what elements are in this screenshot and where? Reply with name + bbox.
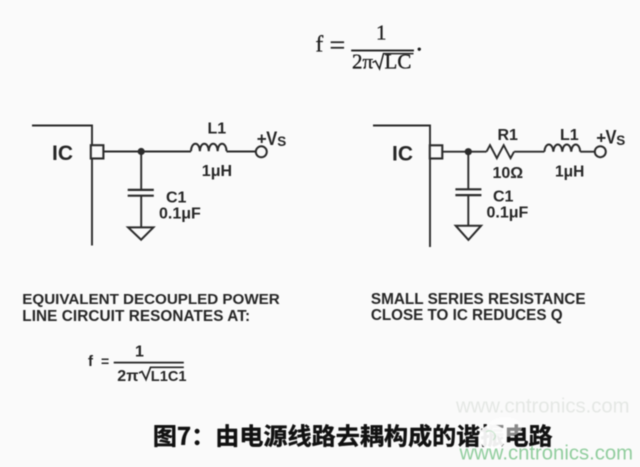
svg-text:www.cntronics.com: www.cntronics.com — [455, 396, 630, 418]
svg-text:www.cntronics.com: www.cntronics.com — [459, 443, 634, 465]
svg-text:V: V — [606, 128, 617, 149]
svg-text:R1: R1 — [498, 127, 519, 144]
svg-text:f: f — [88, 353, 94, 370]
svg-text:0.1μF: 0.1μF — [159, 205, 201, 222]
svg-text:+: + — [596, 128, 606, 147]
svg-text:1: 1 — [376, 21, 387, 45]
svg-text:f: f — [316, 32, 324, 57]
svg-text:LINE CIRCUIT RESONATES AT:: LINE CIRCUIT RESONATES AT: — [22, 308, 250, 325]
svg-text:LC: LC — [385, 50, 412, 74]
svg-text:L1: L1 — [208, 120, 227, 137]
svg-text:=: = — [101, 353, 109, 369]
svg-text:1μH: 1μH — [202, 163, 232, 180]
svg-text:1μH: 1μH — [555, 163, 584, 180]
svg-text:CLOSE TO IC REDUCES Q: CLOSE TO IC REDUCES Q — [371, 307, 563, 324]
svg-text:C1: C1 — [166, 190, 187, 207]
svg-text:S: S — [616, 133, 625, 148]
svg-text:+: + — [257, 130, 267, 149]
svg-text:IC: IC — [392, 142, 413, 165]
svg-text:IC: IC — [52, 142, 73, 165]
svg-text:.: . — [416, 28, 423, 57]
svg-text:SMALL SERIES RESISTANCE: SMALL SERIES RESISTANCE — [371, 291, 586, 308]
svg-text:1: 1 — [135, 343, 144, 360]
svg-text:10Ω: 10Ω — [493, 165, 524, 182]
svg-text:L1: L1 — [560, 127, 579, 144]
svg-text:S: S — [277, 134, 286, 149]
svg-text:2π: 2π — [117, 368, 138, 385]
svg-text:V: V — [266, 129, 277, 150]
svg-text:0.1μF: 0.1μF — [487, 204, 529, 221]
svg-text:L1C1: L1C1 — [151, 369, 187, 385]
svg-text:C1: C1 — [493, 189, 514, 206]
svg-text:EQUIVALENT DECOUPLED POWER: EQUIVALENT DECOUPLED POWER — [22, 291, 279, 308]
svg-text:=: = — [330, 31, 346, 62]
svg-text:2π: 2π — [352, 50, 374, 74]
